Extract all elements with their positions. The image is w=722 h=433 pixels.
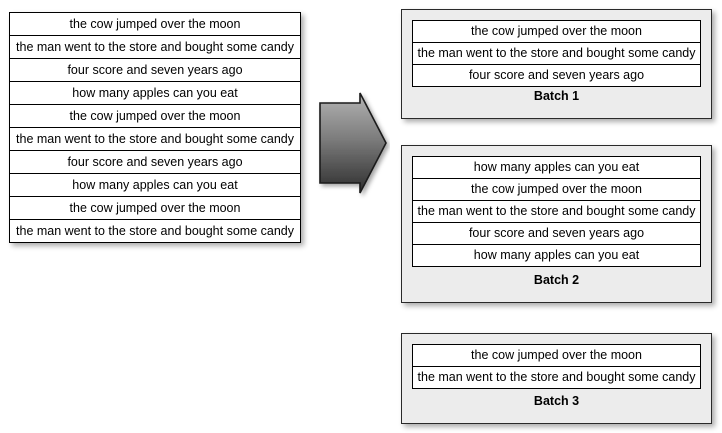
- list-item: the cow jumped over the moon: [413, 21, 700, 43]
- batch-panel-1: the cow jumped over the moon the man wen…: [401, 9, 712, 119]
- batch-3-sentence-list: the cow jumped over the moon the man wen…: [412, 344, 701, 389]
- batch-3-label: Batch 3: [533, 394, 580, 408]
- list-item: the man went to the store and bought som…: [10, 128, 300, 151]
- list-item: how many apples can you eat: [10, 174, 300, 197]
- list-item: how many apples can you eat: [10, 82, 300, 105]
- list-item: four score and seven years ago: [413, 65, 700, 87]
- list-item: four score and seven years ago: [413, 223, 700, 245]
- list-item: how many apples can you eat: [413, 157, 700, 179]
- list-item: the man went to the store and bought som…: [10, 220, 300, 243]
- batch-1-label: Batch 1: [533, 89, 580, 103]
- list-item: the cow jumped over the moon: [10, 197, 300, 220]
- list-item: the man went to the store and bought som…: [413, 43, 700, 65]
- batch-2-label: Batch 2: [533, 273, 580, 287]
- list-item: the man went to the store and bought som…: [10, 36, 300, 59]
- batch-panel-2: how many apples can you eat the cow jump…: [401, 145, 712, 303]
- batch-panel-3: the cow jumped over the moon the man wen…: [401, 333, 712, 424]
- list-item: the man went to the store and bought som…: [413, 201, 700, 223]
- batch-2-sentence-list: how many apples can you eat the cow jump…: [412, 156, 701, 267]
- input-sentence-list: the cow jumped over the moon the man wen…: [9, 12, 301, 243]
- list-item: the cow jumped over the moon: [10, 105, 300, 128]
- right-block-arrow-icon: [316, 90, 390, 200]
- list-item: the cow jumped over the moon: [413, 345, 700, 367]
- list-item: the cow jumped over the moon: [413, 179, 700, 201]
- list-item: how many apples can you eat: [413, 245, 700, 267]
- batch-1-sentence-list: the cow jumped over the moon the man wen…: [412, 20, 701, 87]
- list-item: the cow jumped over the moon: [10, 13, 300, 36]
- list-item: the man went to the store and bought som…: [413, 367, 700, 389]
- list-item: four score and seven years ago: [10, 59, 300, 82]
- list-item: four score and seven years ago: [10, 151, 300, 174]
